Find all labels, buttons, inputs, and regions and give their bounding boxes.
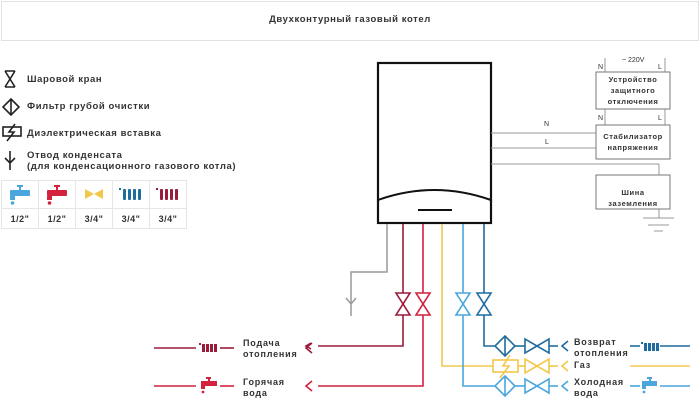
supply-voltage-label: ~ 220V [622, 57, 645, 64]
condensate-pipe [345, 224, 388, 316]
ground-bus-label: Шина заземления [608, 188, 658, 208]
pipe-sizes-table: 1/2" 1/2" 3/4" 3/4" 3/4" [1, 180, 187, 229]
coarse-filter-icon [493, 374, 517, 398]
legend-label: Диэлектрическая вставка [27, 128, 162, 139]
ball-valve-icon [4, 70, 16, 88]
stabilizer-box [595, 124, 671, 160]
hot-water-label: Горячая вода [243, 377, 285, 398]
heating-return-label: Возврат отопления [574, 337, 629, 358]
heating-return-radiator-icon [119, 187, 141, 200]
condensate-drain-icon [4, 151, 16, 170]
cold-water-label: Холодная вода [574, 377, 624, 398]
page-title: Двухконтурный газовый котел [269, 14, 431, 25]
hot-water-pipe [154, 224, 424, 387]
ball-valve-icon [454, 292, 472, 316]
ball-valve-icon [475, 292, 493, 316]
heating-supply-radiator-icon [199, 343, 217, 352]
heating-supply-pipe [154, 224, 404, 350]
legend-label: Шаровой кран [27, 74, 103, 85]
table-cell: 3/4" [112, 208, 150, 229]
ball-valve-icon [414, 292, 432, 316]
cold-water-pipe [462, 224, 690, 392]
heating-supply-radiator-icon [156, 187, 178, 200]
coarse-filter-icon [1, 97, 21, 117]
legend-label: Фильтр грубой очистки [27, 101, 151, 112]
heating-supply-label: Подача отопления [243, 338, 298, 359]
rcd-label: Устройство защитного отключения [607, 75, 659, 106]
rcd-box [595, 71, 671, 110]
gas-valve-icon [85, 188, 103, 199]
n-label: N [598, 64, 604, 71]
coarse-filter-icon [493, 334, 517, 358]
ball-valve-icon [524, 337, 550, 355]
arrow-left-icon [304, 342, 313, 354]
legend-label: Отвод конденсата [27, 150, 123, 161]
cold-water-tap-icon [642, 377, 657, 394]
heating-return-radiator-icon [641, 342, 659, 351]
table-cell: 3/4" [149, 208, 187, 229]
heating-return-pipe [483, 224, 690, 352]
cold-water-tap-icon [10, 184, 30, 205]
table-cell [38, 180, 76, 209]
dielectric-insert-icon [492, 354, 519, 379]
ground-bus-box [595, 174, 671, 210]
n-wire-label: N [544, 121, 550, 128]
electrical-wiring [491, 58, 666, 218]
gas-pipe [441, 224, 690, 372]
boiler [376, 61, 493, 225]
dielectric-insert-icon [2, 123, 22, 142]
stabilizer-label: Стабилизатор напряжения [603, 132, 663, 152]
ball-valve-icon [524, 377, 550, 395]
l-wire-label: L [545, 139, 549, 146]
n-label: N [598, 115, 604, 122]
ground-symbol [643, 217, 674, 232]
hot-water-tap-icon [201, 377, 217, 394]
arrow-left-icon [304, 380, 313, 392]
l-label: L [658, 115, 662, 122]
header: Двухконтурный газовый котел [1, 1, 699, 41]
legend-label-note: (для конденсационного газового котла) [27, 161, 237, 172]
hot-water-tap-icon [47, 184, 67, 205]
ball-valve-icon [524, 357, 550, 375]
ball-valve-icon [394, 292, 412, 316]
table-cell [75, 180, 113, 209]
gas-label: Газ [574, 360, 591, 370]
l-label: L [658, 64, 662, 71]
